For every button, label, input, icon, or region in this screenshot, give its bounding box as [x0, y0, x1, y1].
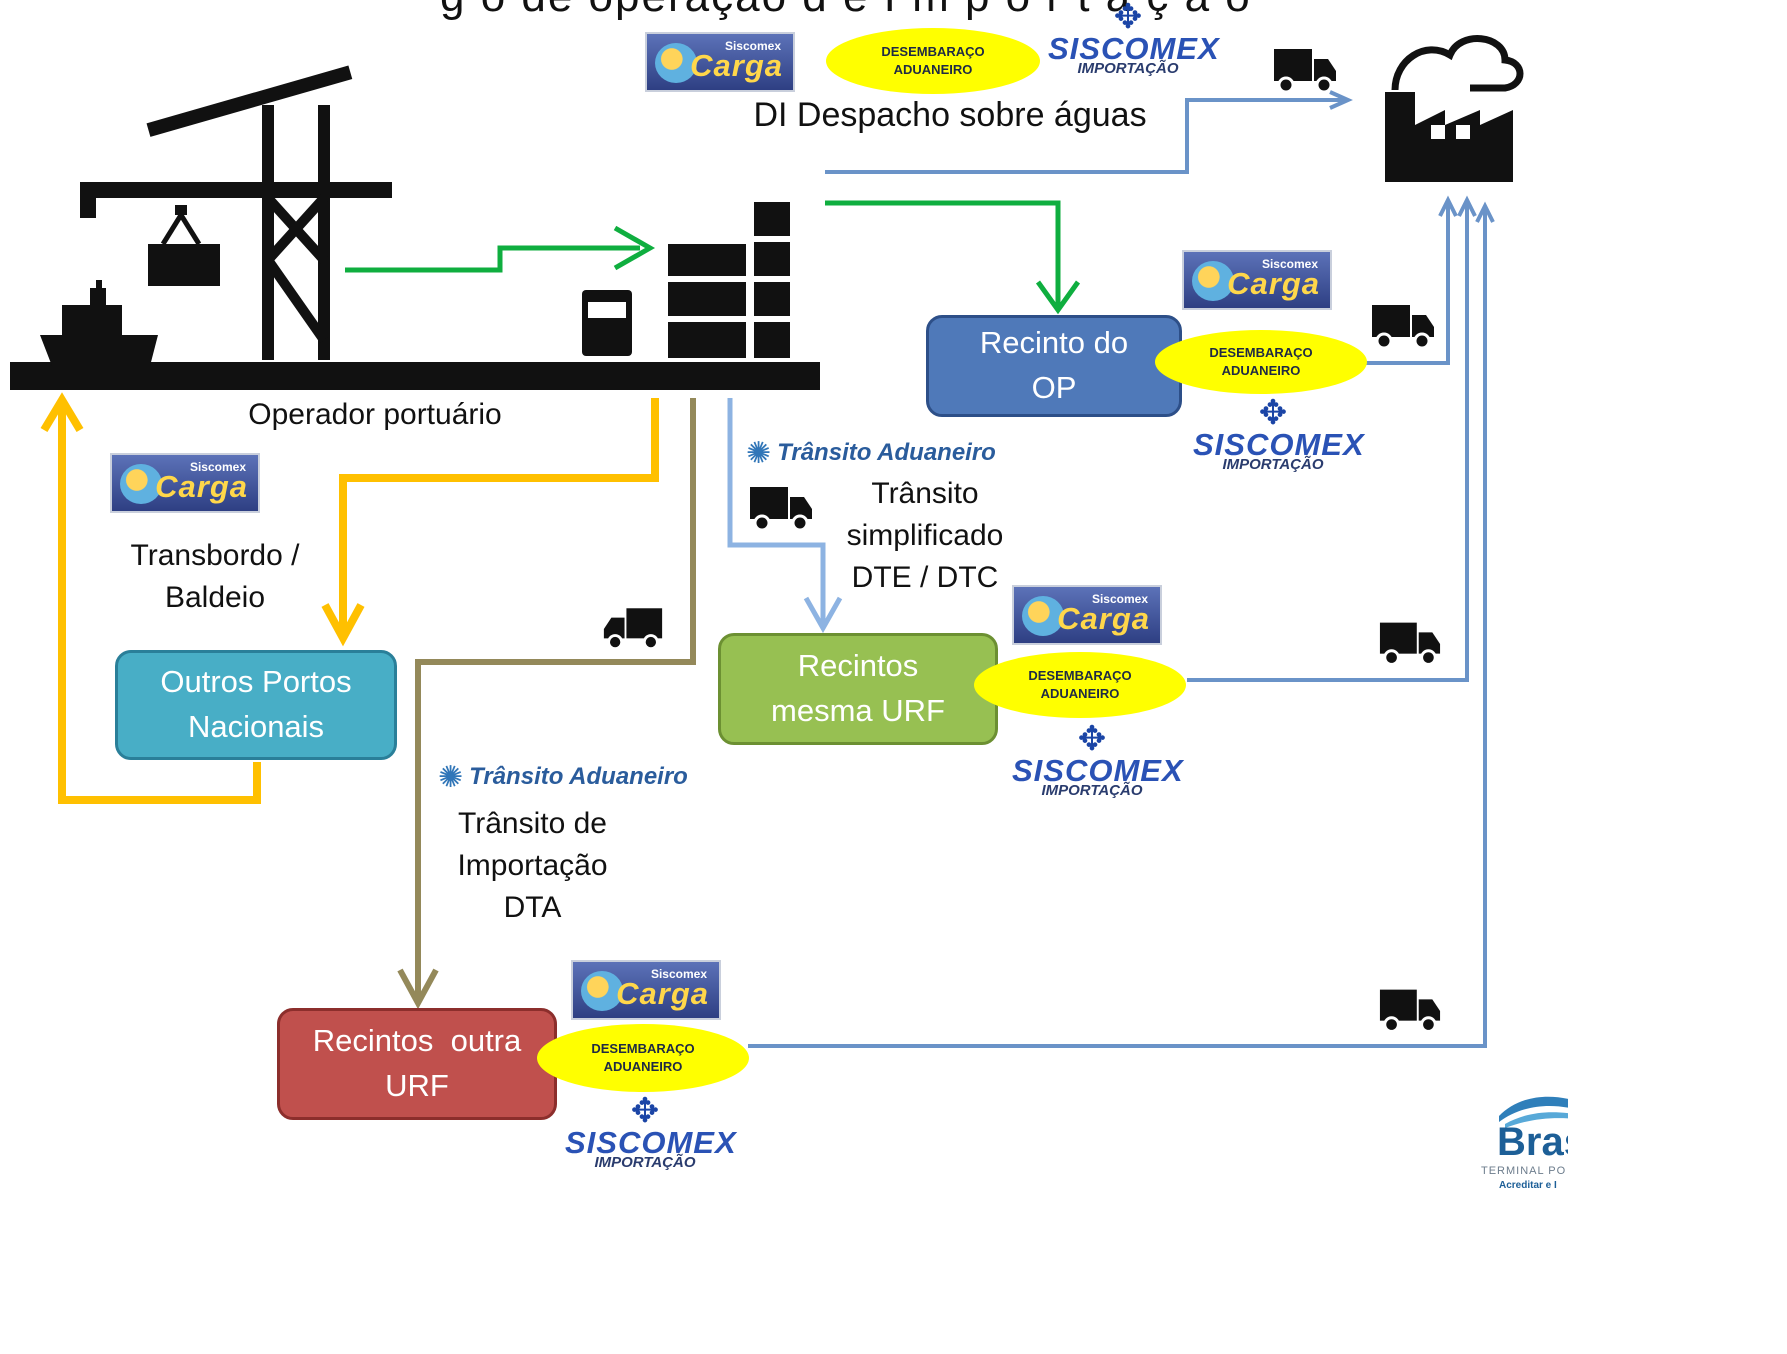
dta-transit-arrow	[397, 398, 696, 1010]
truck-icon	[1274, 49, 1336, 94]
logo-main-text: SISCOMEX	[1012, 753, 1184, 788]
simplified-transit-arrow	[727, 398, 843, 634]
badge-line2: ADUANEIRO	[1040, 686, 1120, 701]
logo-tagline-text: Acreditar e I	[1499, 1180, 1557, 1188]
label-line2: Importação	[457, 849, 608, 882]
logo-big-text: Carga	[616, 976, 709, 1011]
di-flow-line	[825, 90, 1353, 174]
truck-icon	[1372, 305, 1434, 350]
transit-globe-icon: ✺	[438, 760, 464, 794]
logo-big-text: Carga	[1057, 601, 1150, 636]
import-flow-diagram: g o de operação d e I m p o r t a ç ã o …	[10, 0, 1568, 1188]
label-line3: DTE / DTC	[851, 561, 999, 594]
logo-brand-text: Bras	[1497, 1120, 1568, 1164]
logo-sub-text: TERMINAL PO	[1481, 1165, 1567, 1177]
node-line1: Recinto do	[979, 325, 1129, 361]
recintos-mesma-urf-node: Recintos mesma URF	[718, 633, 998, 745]
logo-big-text: Carga	[155, 469, 248, 504]
truck-icon	[1379, 622, 1441, 666]
logo-small-text: Siscomex	[1091, 592, 1148, 606]
logo-big-text: Carga	[1227, 266, 1320, 301]
cargo-ship-icon	[40, 280, 158, 366]
logo-sub-text: IMPORTAÇÃO	[1222, 456, 1324, 473]
transit-globe-icon: ✺	[746, 436, 772, 470]
truck-icon	[1379, 989, 1441, 1033]
brasil-terminal-logo: Bras TERMINAL PO Acreditar e I	[1481, 1090, 1568, 1188]
label-line1: Trânsito de	[458, 807, 607, 840]
operador-label: Operador portuário	[248, 398, 502, 431]
badge-line1: DESEMBARAÇO	[591, 1041, 695, 1057]
logo-main-text: SISCOMEX	[1193, 427, 1365, 462]
badge-line1: DESEMBARAÇO	[1209, 345, 1313, 361]
badge-line2: ADUANEIRO	[893, 62, 973, 77]
siscomex-star-icon: ✥	[630, 1092, 660, 1130]
badge-line2: ADUANEIRO	[603, 1059, 683, 1074]
logo-small-text: Siscomex	[189, 460, 246, 474]
transbordo-label: Transbordo / Baldeio	[100, 535, 330, 619]
node-line1: Recintos	[797, 648, 919, 684]
factory-icon	[1385, 35, 1524, 182]
logo-main-text: SISCOMEX	[1048, 31, 1220, 66]
truck-icon	[750, 487, 812, 532]
logo-small-text: Siscomex	[1261, 257, 1318, 271]
desembaraco-badge: DESEMBARAÇO ADUANEIRO	[826, 28, 1040, 94]
container-stack-icon	[582, 202, 790, 358]
desembaraco-badge: DESEMBARAÇO ADUANEIRO	[1155, 330, 1367, 394]
desembaraco-badge: DESEMBARAÇO ADUANEIRO	[537, 1024, 749, 1092]
node-line2: OP	[1031, 370, 1077, 405]
node-line2: Nacionais	[187, 709, 325, 744]
node-line1: Outros Portos	[160, 664, 352, 700]
badge-line1: DESEMBARAÇO	[881, 44, 985, 60]
logo-text: Trânsito Aduaneiro	[777, 439, 996, 466]
di-despacho-label: DI Despacho sobre águas	[753, 96, 1147, 134]
label-line2: Baldeio	[164, 581, 266, 614]
logo-sub-text: IMPORTAÇÃO	[1077, 60, 1179, 77]
desembaraco-badge: DESEMBARAÇO ADUANEIRO	[974, 652, 1186, 718]
badge-line1: DESEMBARAÇO	[1028, 668, 1132, 684]
node-line1: Recintos outra	[312, 1023, 522, 1059]
label-line1: Trânsito	[871, 477, 979, 510]
node-line2: mesma URF	[771, 693, 945, 728]
transito-aduaneiro-logo: ✺Trânsito Aduaneiro	[438, 757, 688, 797]
logo-big-text: Carga	[690, 48, 783, 83]
label-line1: Transbordo /	[130, 539, 300, 572]
truck-icon	[603, 608, 663, 651]
node-line2: URF	[385, 1068, 449, 1103]
label-line2: simplificado	[846, 519, 1004, 552]
logo-small-text: Siscomex	[724, 39, 781, 53]
label-line3: DTA	[503, 891, 562, 924]
factory-delivery-lines	[748, 195, 1495, 1048]
page-title: g o de operação d e I m p o r t a ç ã o	[440, 0, 1568, 28]
green-flow-arrows	[345, 200, 1081, 315]
logo-main-text: SISCOMEX	[565, 1125, 737, 1160]
logo-swoosh-icon	[1499, 1096, 1568, 1128]
logo-text: Trânsito Aduaneiro	[469, 763, 688, 790]
siscomex-star-icon: ✥	[1077, 720, 1107, 758]
recinto-op-node: Recinto do OP	[926, 315, 1182, 417]
diagram-graphics	[10, 35, 1524, 1048]
port-crane-icon	[10, 65, 820, 390]
logo-small-text: Siscomex	[650, 967, 707, 981]
transito-aduaneiro-logo: ✺Trânsito Aduaneiro	[746, 433, 996, 473]
badge-line2: ADUANEIRO	[1221, 363, 1301, 378]
logo-sub-text: IMPORTAÇÃO	[1041, 782, 1143, 799]
transbordo-arrows	[40, 392, 659, 804]
siscomex-star-icon: ✥	[1258, 394, 1288, 432]
siscomex-star-icon: ✥	[1113, 0, 1143, 36]
logo-sub-text: IMPORTAÇÃO	[594, 1154, 696, 1171]
